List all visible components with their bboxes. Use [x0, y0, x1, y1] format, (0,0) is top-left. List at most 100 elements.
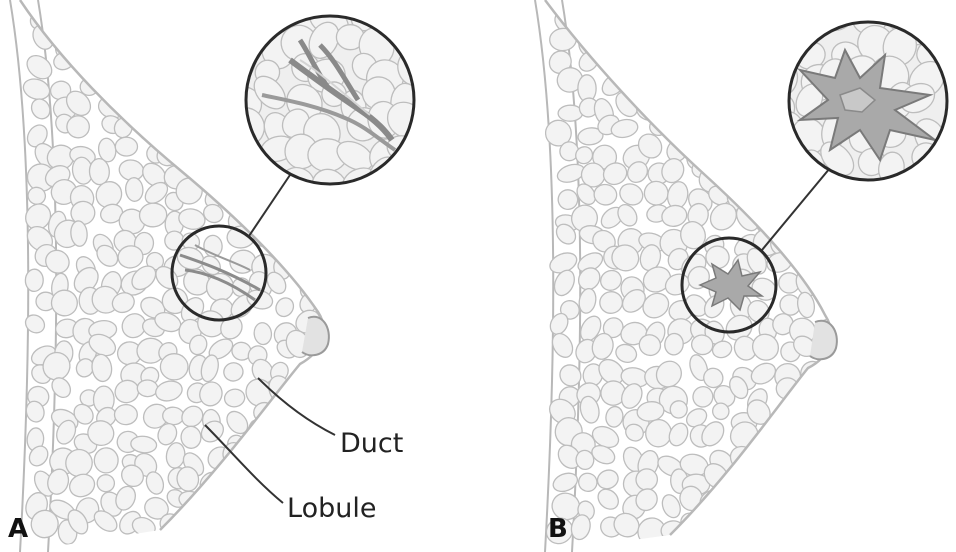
tissue-lobule	[66, 471, 98, 501]
tissue-lobule	[122, 95, 144, 117]
tissue-lobule	[794, 381, 827, 411]
tissue-lobule	[711, 67, 739, 98]
tissue-lobule	[754, 56, 781, 84]
tissue-lobule	[179, 74, 204, 93]
tissue-lobule	[728, 491, 755, 518]
tissue-lobule	[137, 380, 158, 397]
tissue-lobule	[173, 29, 205, 61]
tissue-lobule	[765, 2, 803, 42]
tissue-lobule	[247, 514, 266, 534]
tissue-lobule	[73, 12, 90, 36]
tissue-lobule	[681, 119, 709, 149]
tissue-lobule	[219, 118, 249, 148]
tissue-lobule	[261, 0, 292, 29]
tissue-lobule	[163, 91, 182, 114]
tissue-lobule	[743, 470, 773, 500]
tissue-lobule	[229, 7, 257, 32]
tissue-lobule	[22, 311, 48, 336]
tissue-lobule	[112, 49, 144, 77]
tissue-lobule	[718, 28, 751, 61]
panel-label-a: A	[8, 514, 28, 544]
tissue-lobule	[206, 102, 228, 119]
tissue-lobule	[134, 73, 155, 95]
tissue-lobule	[734, 0, 762, 29]
tissue-lobule	[772, 512, 806, 547]
tissue-lobule	[144, 27, 170, 56]
tissue-lobule	[200, 155, 228, 183]
tissue-lobule	[793, 203, 820, 222]
tissue-lobule	[604, 405, 624, 428]
tissue-lobule	[159, 6, 190, 29]
tissue-lobule	[813, 496, 843, 524]
tissue-lobule	[766, 0, 797, 30]
tissue-lobule	[807, 470, 840, 503]
tissue-lobule	[689, 52, 717, 81]
tissue-lobule	[131, 88, 165, 123]
tissue-lobule	[296, 423, 321, 449]
tissue-lobule	[775, 188, 802, 216]
tissue-lobule	[178, 514, 199, 543]
tissue-lobule	[707, 93, 735, 122]
tissue-lobule	[153, 35, 181, 56]
tissue-lobule	[778, 492, 799, 516]
tissue-lobule	[697, 55, 729, 83]
tissue-lobule	[719, 91, 756, 127]
tissue-lobule	[708, 144, 735, 171]
tissue-lobule	[125, 177, 144, 202]
tissue-lobule	[180, 425, 202, 449]
tissue-lobule	[294, 359, 319, 383]
tissue-lobule	[199, 41, 232, 76]
tissue-lobule	[816, 246, 841, 272]
tissue-lobule	[798, 358, 828, 388]
tissue-lobule	[389, 164, 430, 211]
tissue-lobule	[657, 78, 685, 96]
tissue-lobule	[264, 211, 291, 233]
tissue-lobule	[755, 512, 782, 542]
tissue-lobule	[743, 113, 771, 139]
tissue-lobule	[575, 470, 600, 495]
tissue-lobule	[390, 4, 428, 40]
tissue-lobule	[766, 26, 792, 49]
tissue-lobule	[661, 44, 697, 80]
tissue-lobule	[223, 387, 246, 408]
tissue-lobule	[738, 55, 756, 75]
tissue-lobule	[293, 242, 320, 270]
tissue-lobule	[792, 473, 815, 497]
tissue-lobule	[664, 114, 694, 136]
tissue-lobule	[770, 134, 801, 165]
tissue-lobule	[311, 222, 337, 249]
magnified-view-b	[754, 0, 952, 190]
tissue-lobule	[797, 448, 825, 474]
tissue-lobule	[315, 362, 342, 386]
tissue-lobule	[680, 31, 703, 56]
tissue-lobule	[810, 385, 836, 405]
tissue-lobule	[114, 404, 137, 424]
tissue-lobule	[789, 427, 817, 455]
tissue-lobule	[801, 408, 821, 426]
tissue-lobule	[316, 428, 336, 457]
tissue-lobule	[709, 522, 733, 543]
tissue-lobule	[221, 470, 253, 497]
tissue-lobule	[223, 407, 252, 437]
tissue-lobule	[616, 47, 643, 72]
tissue-lobule	[811, 221, 843, 254]
tissue-lobule	[659, 30, 684, 60]
tissue-lobule	[757, 450, 775, 472]
tissue-lobule	[91, 13, 114, 32]
tissue-lobule	[250, 455, 276, 477]
tissue-lobule	[748, 137, 771, 163]
tissue-lobule	[743, 160, 779, 196]
tissue-lobule	[795, 512, 818, 541]
tissue-lobule	[218, 158, 265, 205]
tissue-lobule	[688, 5, 716, 32]
tissue-lobule	[713, 31, 738, 55]
tissue-lobule	[642, 179, 671, 208]
tissue-lobule	[663, 91, 691, 119]
tissue-lobule	[25, 269, 44, 292]
tissue-lobule	[726, 441, 762, 476]
tissue-lobule	[203, 124, 229, 146]
tissue-lobule	[817, 185, 848, 216]
tissue-lobule	[220, 179, 246, 203]
tissue-lobule	[115, 137, 138, 156]
tissue-lobule	[821, 204, 849, 227]
